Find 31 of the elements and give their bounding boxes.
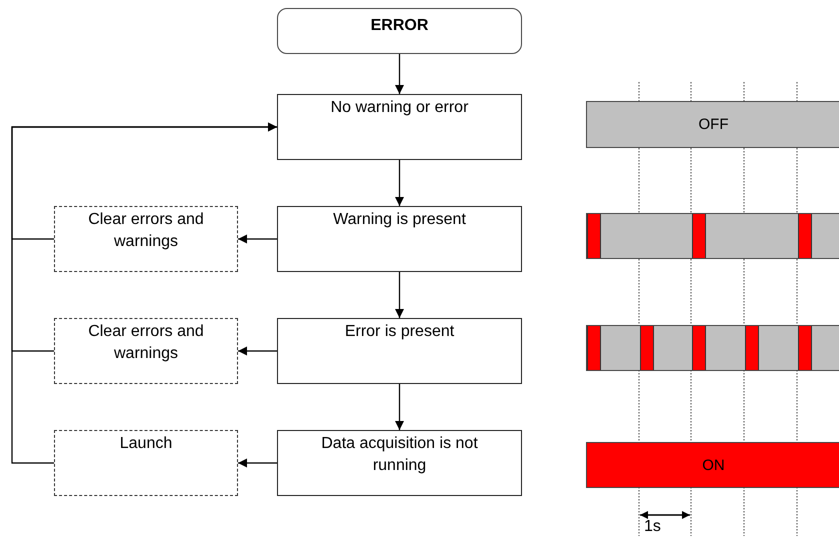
box-text: Clear errors and warnings: [87, 210, 205, 252]
arrow: [238, 234, 277, 244]
arrow: [395, 272, 404, 318]
action-box: [54, 318, 238, 384]
box-text: Error is present: [344, 322, 456, 342]
action-box: [54, 206, 238, 272]
arrow: [238, 458, 277, 468]
status-bar: [586, 442, 839, 488]
dimension-label: 1s: [644, 518, 661, 536]
process-box: [277, 430, 522, 496]
arrow: [11, 122, 277, 464]
box-text: Clear errors and warnings: [87, 322, 205, 364]
arrow: [395, 160, 404, 206]
arrow: [238, 346, 277, 356]
status-bar: [586, 101, 839, 148]
box-text: No warning or error: [330, 98, 470, 118]
state-label: OFF: [698, 115, 730, 135]
box-text: Warning is present: [332, 210, 467, 230]
box-text: Launch: [118, 434, 174, 454]
arrow: [395, 384, 404, 430]
process-box: [277, 318, 522, 384]
action-box: [54, 430, 238, 496]
process-box: [277, 206, 522, 272]
status-bar: [586, 325, 839, 371]
state-label: ON: [701, 456, 726, 476]
terminal-box: [277, 8, 522, 54]
box-text: Data acquisition is not running: [320, 434, 479, 476]
process-box: [277, 94, 522, 160]
arrow: [395, 54, 404, 94]
box-text: ERROR: [370, 16, 430, 36]
status-bar: [586, 213, 839, 259]
